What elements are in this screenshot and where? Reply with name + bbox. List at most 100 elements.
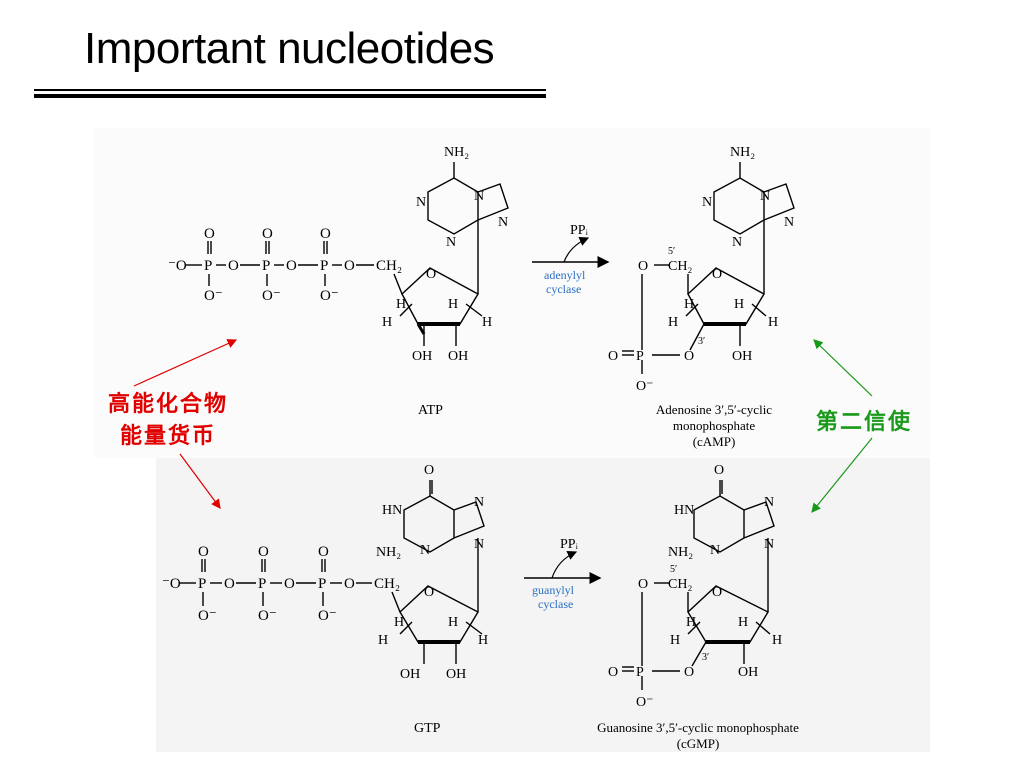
- camp-n1: N: [702, 195, 712, 210]
- atp-bridge-o2: O: [286, 258, 297, 274]
- figure-bottom-panel: [156, 458, 930, 752]
- slide-title: Important nucleotides: [84, 24, 495, 73]
- cgmp-n7: N: [764, 495, 774, 510]
- gtp-label: GTP: [414, 721, 441, 736]
- cgmp-pos3: 3′: [702, 652, 709, 663]
- camp-n9: N: [784, 215, 794, 230]
- gtp-oh2: OH: [446, 667, 466, 682]
- atp-oh1: OH: [412, 349, 432, 364]
- atp-o-top2: O: [262, 226, 273, 242]
- gtp-bridge-o1: O: [224, 576, 235, 592]
- cgmp-n9: N: [764, 537, 774, 552]
- camp-h-b: H: [734, 297, 744, 312]
- gtp-o-bot1: O⁻: [198, 608, 217, 624]
- cgmp-o3: O: [684, 665, 694, 680]
- atp-o-bot2: O⁻: [262, 288, 281, 304]
- atp-terminal-o-minus: ⁻O: [168, 258, 187, 274]
- gtp-ring-o: O: [424, 585, 434, 600]
- camp-ch2: CH₂: [668, 259, 692, 274]
- cgmp-name-line2: (cGMP): [677, 736, 720, 751]
- cgmp-p: P: [636, 665, 644, 680]
- camp-o5: O: [638, 259, 648, 274]
- gtp-hn: HN: [382, 503, 402, 518]
- camp-nh2: NH₂: [730, 145, 755, 160]
- atp-h-b: H: [448, 297, 458, 312]
- atp-h-a: H: [396, 297, 406, 312]
- gtp-p3: P: [318, 576, 326, 592]
- cgmp-ch2: CH₂: [668, 577, 692, 592]
- cgmp-hn: HN: [674, 503, 694, 518]
- camp-n3: N: [732, 235, 742, 250]
- atp-bridge-o1: O: [228, 258, 239, 274]
- gtp-nh2: NH₂: [376, 545, 401, 560]
- atp-o-bot3: O⁻: [320, 288, 339, 304]
- camp-h-c: H: [668, 315, 678, 330]
- gtp-h-d: H: [478, 633, 488, 648]
- atp-structure: ⁻O P O P O P O CH₂ O O O O⁻ O⁻ O⁻: [168, 145, 509, 418]
- gtp-structure: ⁻O P O P O P O CH₂ O O O O⁻ O⁻ O⁻: [162, 463, 488, 736]
- cgmp-h-c: H: [670, 633, 680, 648]
- cgmp-o-minus: O⁻: [636, 695, 654, 710]
- atp-reaction-arrow: PPᵢ adenylyl cyclase: [532, 223, 610, 296]
- atp-h-d: H: [482, 315, 492, 330]
- cgmp-structure: O HN N N NH₂ N O CH₂ O H H H H O P O OH …: [597, 463, 799, 751]
- atp-oh2: OH: [448, 349, 468, 364]
- atp-ch2: CH₂: [376, 258, 402, 274]
- cgmp-h-a: H: [686, 615, 696, 630]
- atp-n3: N: [446, 235, 456, 250]
- camp-o3: O: [684, 349, 694, 364]
- atp-p3: P: [320, 258, 328, 274]
- camp-h-a: H: [684, 297, 694, 312]
- cgmp-pos5: 5′: [670, 564, 677, 575]
- gtp-o-top2: O: [258, 544, 269, 560]
- camp-name-line1: Adenosine 3′,5′-cyclic: [656, 402, 772, 417]
- camp-n7: N: [760, 189, 770, 204]
- gtp-terminal-o-minus: ⁻O: [162, 576, 181, 592]
- atp-bridge-o3: O: [344, 258, 355, 274]
- cgmp-h-d: H: [772, 633, 782, 648]
- atp-p1: P: [204, 258, 212, 274]
- title-underline-thick: [34, 94, 546, 98]
- cgmp-name-line1: Guanosine 3′,5′-cyclic monophosphate: [597, 720, 799, 735]
- gtp-ppi: PPᵢ: [560, 537, 579, 552]
- cgmp-ring-o: O: [712, 585, 722, 600]
- cyclase-label: cyclase: [546, 282, 581, 296]
- guanylyl-label: guanylyl: [532, 583, 575, 597]
- atp-o-top1: O: [204, 226, 215, 242]
- camp-structure: NH₂ N N N N O CH₂ O H H H H O P O OH O⁻ …: [608, 145, 795, 449]
- gtp-h-b: H: [448, 615, 458, 630]
- atp-o-top3: O: [320, 226, 331, 242]
- gtp-n9: N: [474, 537, 484, 552]
- atp-p2: P: [262, 258, 270, 274]
- atp-label: ATP: [418, 403, 443, 418]
- gtp-bridge-o2: O: [284, 576, 295, 592]
- camp-oh: OH: [732, 349, 752, 364]
- cgmp-carbonyl-o: O: [714, 463, 724, 478]
- camp-p: P: [636, 349, 644, 364]
- atp-h-c: H: [382, 315, 392, 330]
- camp-name-line2: monophosphate: [673, 418, 756, 433]
- cgmp-h-b: H: [738, 615, 748, 630]
- adenylyl-label: adenylyl: [544, 268, 586, 282]
- camp-pos3: 3′: [698, 336, 705, 347]
- atp-ppi: PPᵢ: [570, 223, 589, 238]
- figure-top-panel: [94, 128, 930, 458]
- green-arrow-to-camp: [813, 339, 873, 397]
- gtp-carbonyl-o: O: [424, 463, 434, 478]
- atp-ring-o: O: [426, 267, 436, 282]
- gtp-o-top3: O: [318, 544, 329, 560]
- cgmp-o-double: O: [608, 665, 618, 680]
- camp-o-minus: O⁻: [636, 379, 654, 394]
- atp-n7: N: [474, 189, 484, 204]
- gtp-p1: P: [198, 576, 206, 592]
- red-arrow-to-atp: [133, 339, 238, 387]
- second-messenger-annotation: 第二信使: [816, 409, 913, 435]
- camp-h-d: H: [768, 315, 778, 330]
- gtp-oh1: OH: [400, 667, 420, 682]
- gtp-bridge-o3: O: [344, 576, 355, 592]
- gtp-reaction-arrow: PPᵢ guanylyl cyclase: [524, 537, 602, 611]
- cgmp-oh: OH: [738, 665, 758, 680]
- atp-o-bot1: O⁻: [204, 288, 223, 304]
- atp-n9: N: [498, 215, 508, 230]
- gtp-p2: P: [258, 576, 266, 592]
